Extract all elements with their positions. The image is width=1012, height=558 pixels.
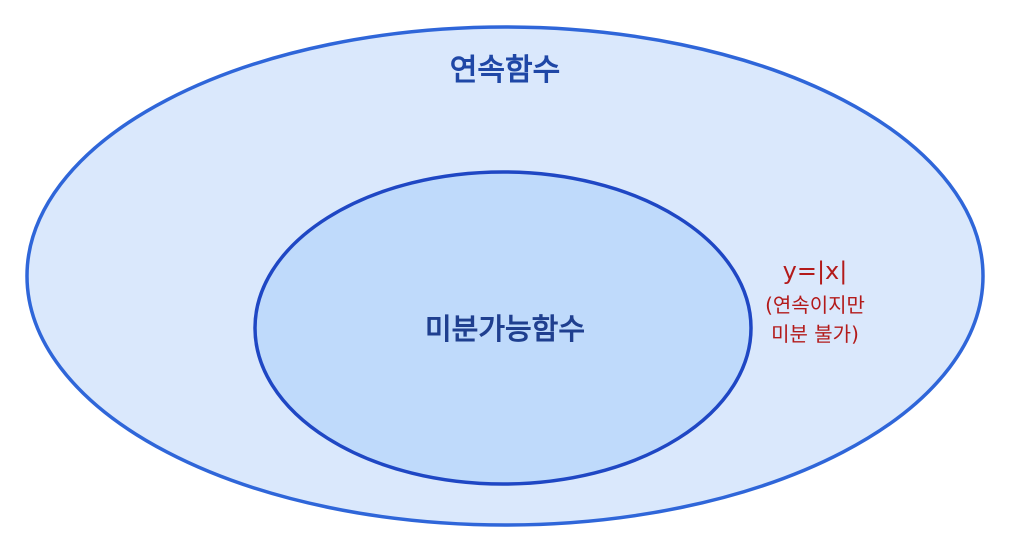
differentiable-functions-label: 미분가능함수 [425, 312, 585, 346]
example-function-label: y=|x| [783, 257, 848, 285]
differentiable-functions-set [253, 170, 753, 486]
example-note-line1: (연속이지만 [765, 293, 865, 317]
example-note-line2: 미분 불가) [771, 322, 859, 346]
continuous-functions-label: 연속함수 [450, 53, 560, 88]
